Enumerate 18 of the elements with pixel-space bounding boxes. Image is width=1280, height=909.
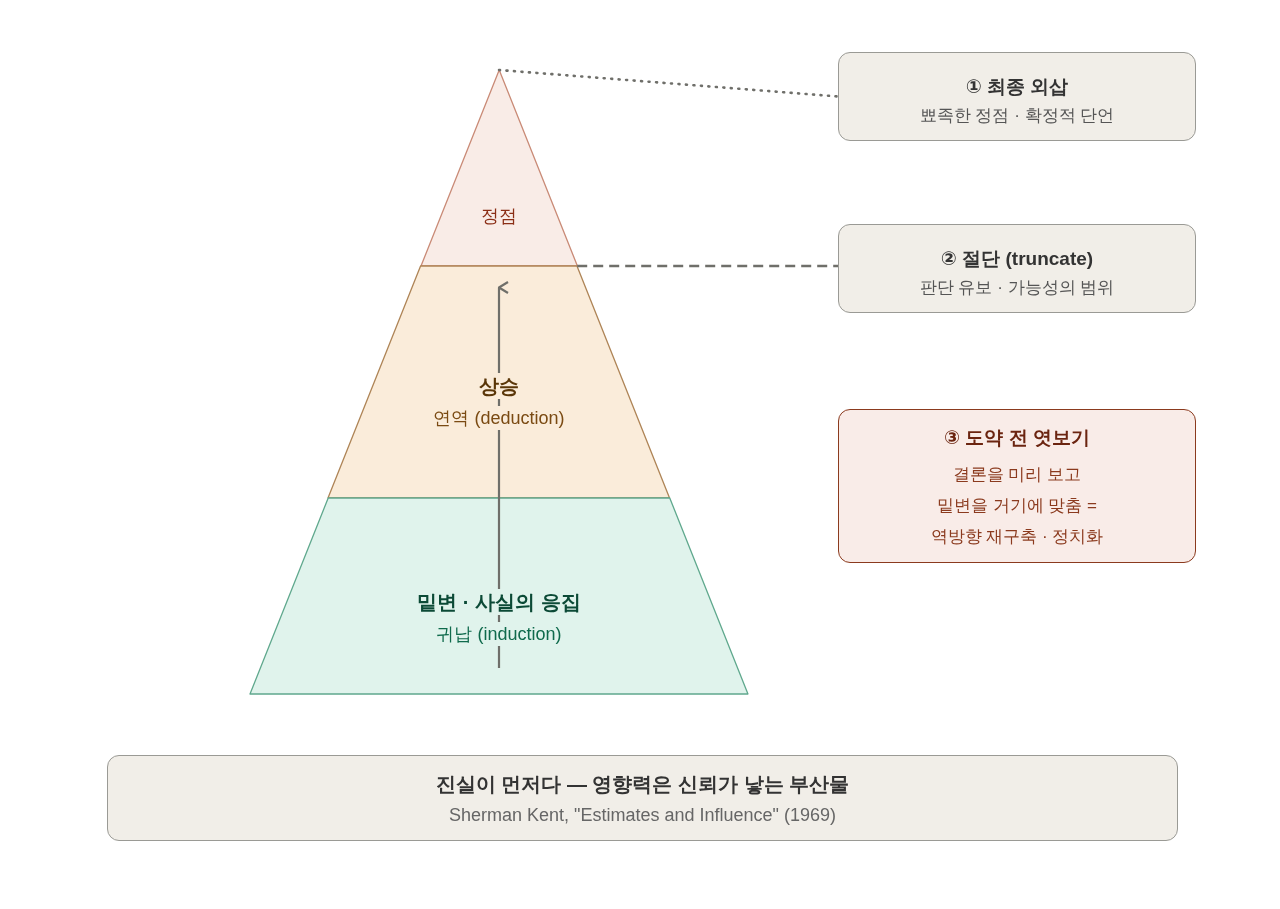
callout-heading: ① 최종 외삽 [965, 74, 1069, 99]
pyramid-base-tier [250, 498, 748, 694]
warning-callout-box [838, 409, 1196, 563]
quote-text: 진실이 먼저다 — 영향력은 신뢰가 낳는 부산물 [435, 772, 850, 797]
arrow [497, 280, 510, 668]
callout-text: 결론을 미리 보고 밑변을 거기에 맞춤 = 역방향 재구축 · 정치화 [929, 463, 1105, 548]
callout-text: 판단 유보 · 가능성의 범위 [919, 276, 1115, 299]
dotted-leader-line [497, 68, 840, 98]
pyramid-middle-tier [328, 266, 670, 498]
callout-heading: ③ 도약 전 엿보기 [944, 425, 1090, 450]
callout-heading: ② 절단 (truncate) [940, 246, 1094, 271]
quote-box [107, 755, 1178, 841]
callout-box [838, 224, 1196, 313]
callout-box [838, 52, 1196, 141]
dashed-leader-line [577, 264, 838, 268]
pyramid-apex [420, 70, 578, 266]
citation-text: Sherman Kent, "Estimates and Influence" (1969) [449, 804, 836, 827]
callout-text: 뾰족한 정점 · 확정적 단언 [919, 104, 1115, 127]
